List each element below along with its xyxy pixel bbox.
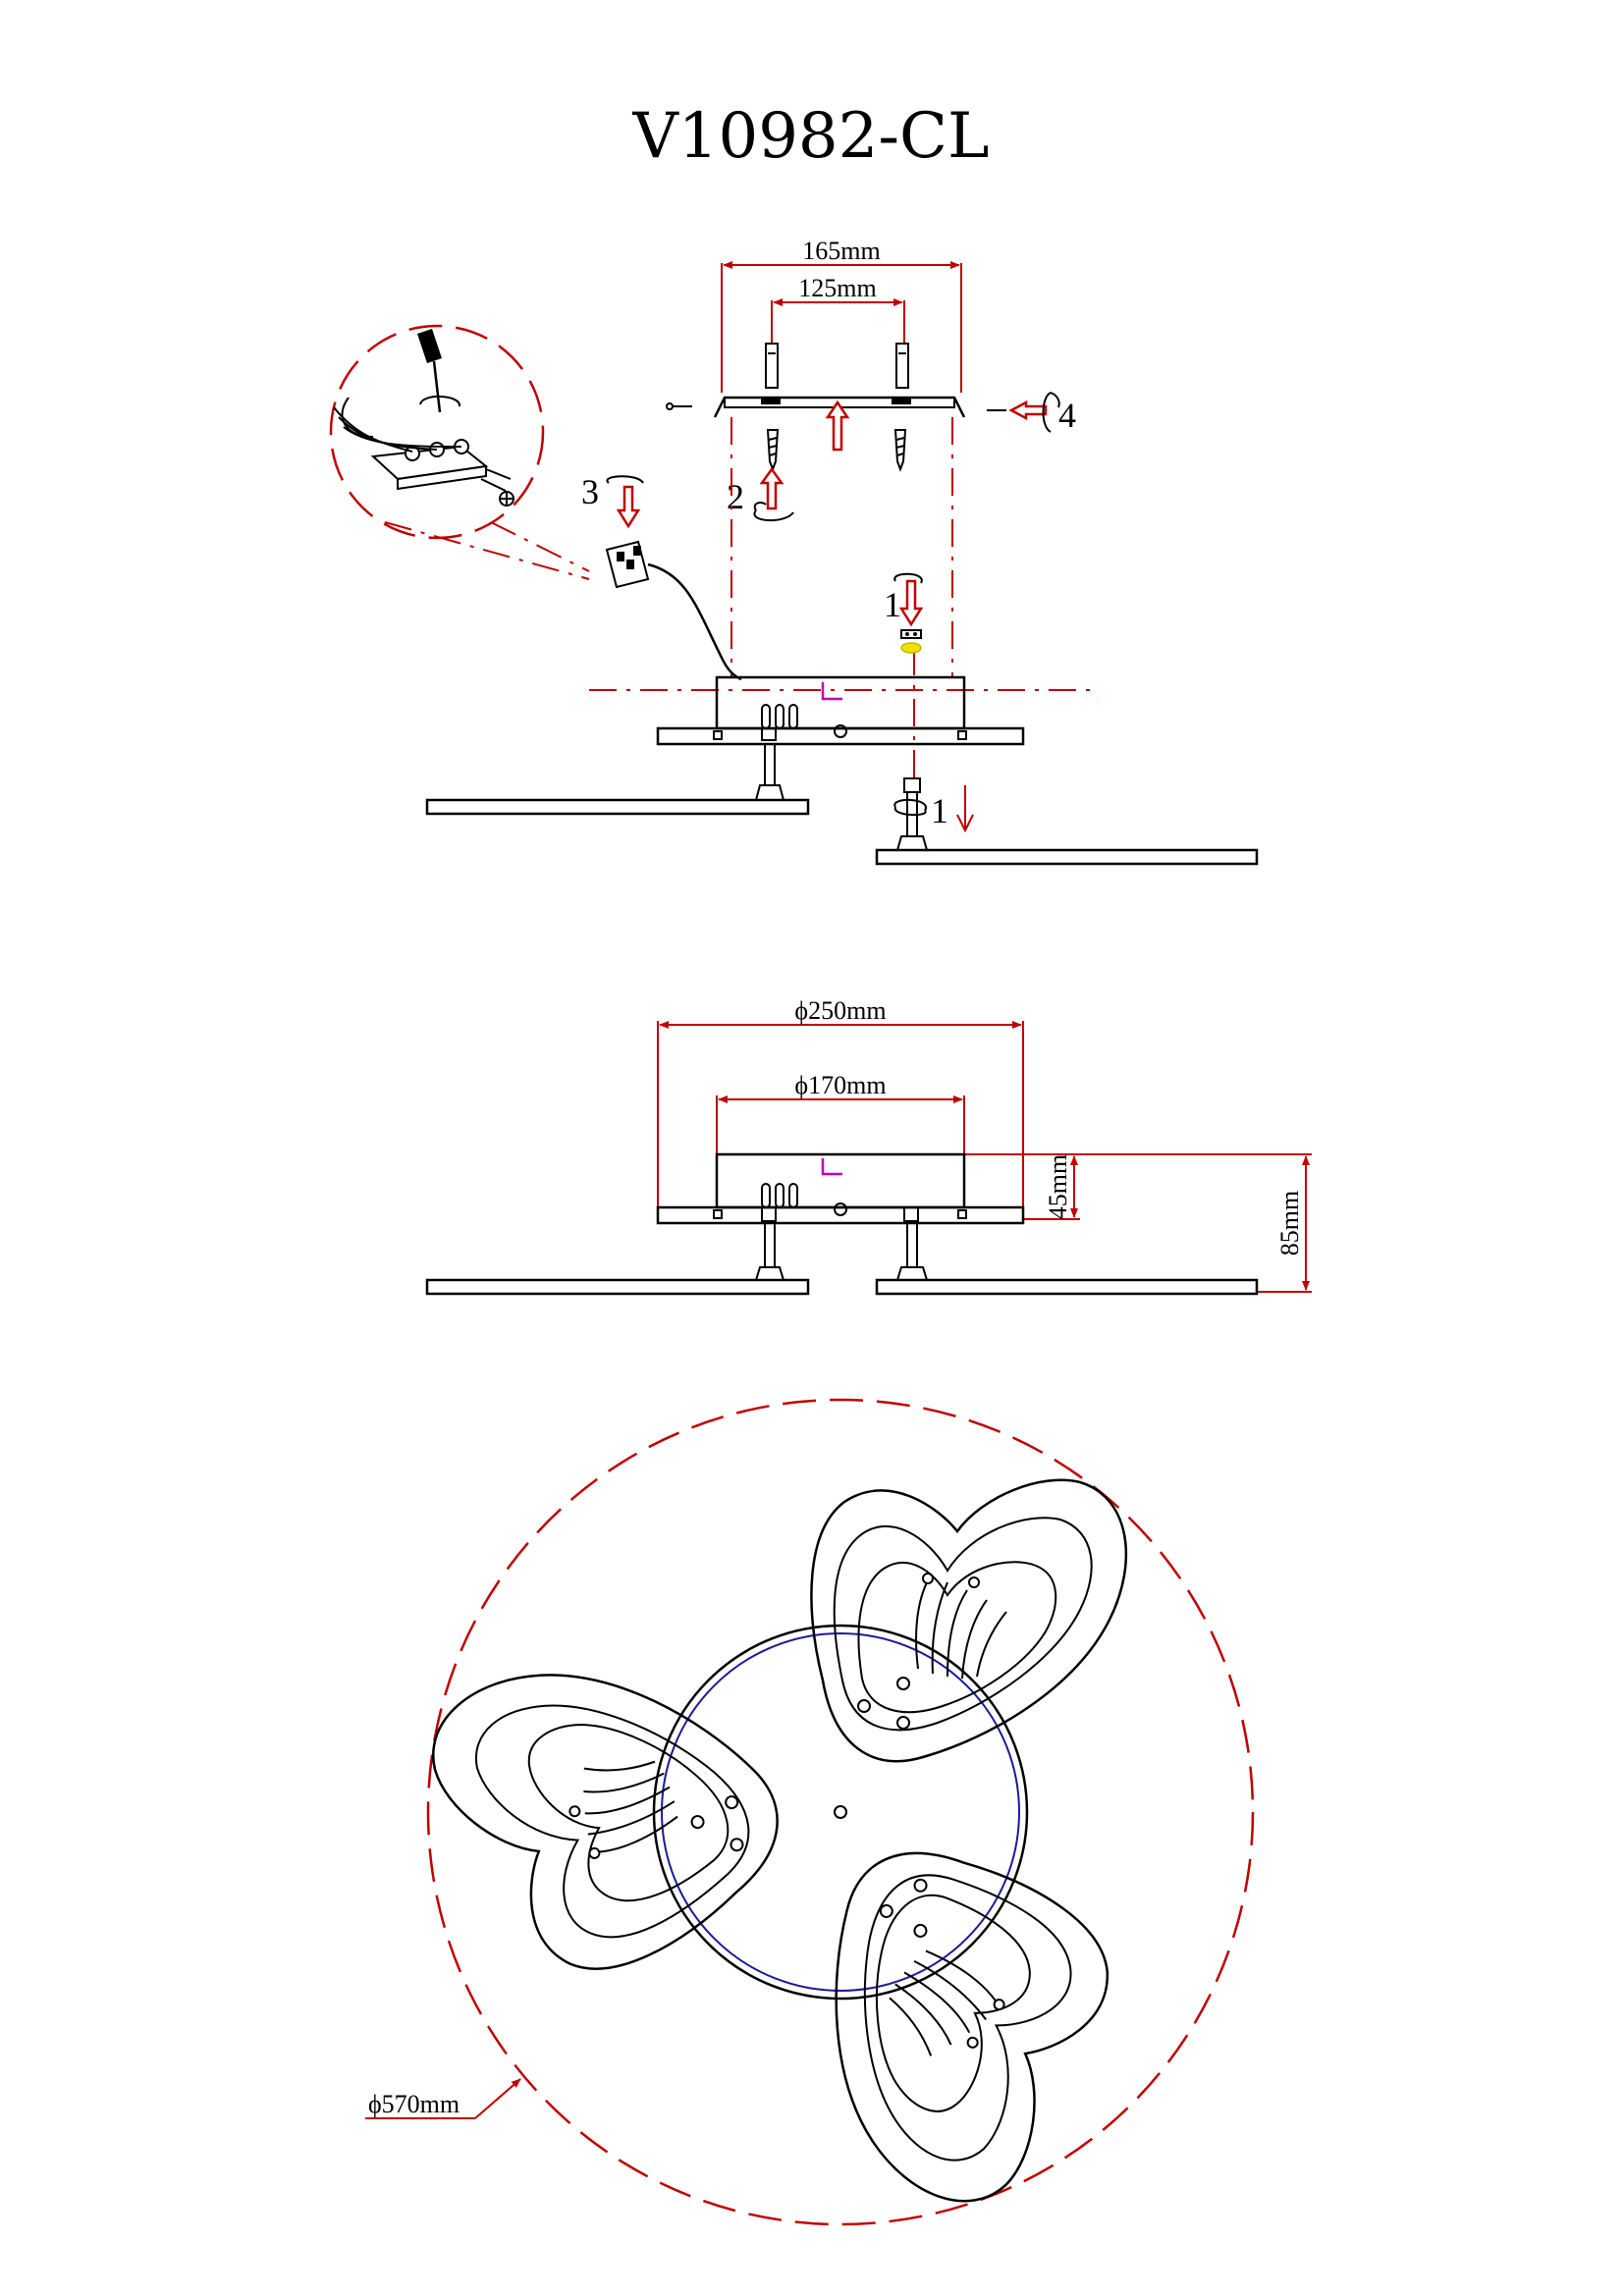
side-stem-right [895, 1206, 929, 1281]
overall-diameter-circle [426, 1398, 1255, 2226]
dim-base-diameter: ϕ170mm [716, 1071, 965, 1154]
insert-arrow-1-bottom-icon [956, 785, 974, 833]
washer-icon [900, 642, 922, 654]
marker-l-icon [821, 682, 842, 701]
screw-right-icon [893, 429, 907, 472]
dim-165-label: 165mm [802, 237, 880, 265]
base-box [715, 675, 966, 730]
side-cable-gland-icon [761, 1183, 798, 1208]
step-1-bottom-label: 1 [931, 791, 948, 830]
dim-mounting-inner: 125mm [771, 274, 905, 344]
dim-total-height: 85mm [1257, 1155, 1312, 1293]
petal-left [432, 1674, 779, 1970]
step-4-label: 4 [1058, 396, 1076, 435]
side-stem-left [754, 1206, 785, 1281]
side-marker-l-icon [821, 1158, 842, 1176]
petal-left-ribs [568, 1760, 744, 1859]
nut-icon [900, 629, 922, 639]
rotation-arrow-1-bottom-icon [893, 798, 927, 817]
dim-base-height: 45mm [964, 1153, 1312, 1220]
top-canopy-ring [661, 1632, 1020, 1992]
petals [432, 1478, 1128, 2203]
model-title: V10982-CL [632, 100, 990, 173]
petal-bottom [835, 1851, 1109, 2203]
dim-170-label: ϕ170mm [794, 1071, 886, 1099]
insert-arrow-3-icon [616, 485, 641, 529]
stem-left [754, 727, 785, 801]
petal-top-ribs [857, 1573, 1007, 1730]
top-view: ϕ570mm [365, 1398, 1255, 2226]
dim-570-label: ϕ570mm [368, 2090, 460, 2118]
top-canopy-outer [652, 1624, 1029, 2001]
wiring-callout [329, 324, 590, 580]
rotation-arrow-screwdriver-icon [419, 395, 460, 407]
wall-plug-left-icon [765, 343, 779, 389]
arm-right [875, 848, 1259, 866]
rotation-arrow-4-icon [1042, 392, 1060, 433]
dim-85-label: 85mm [1275, 1191, 1304, 1255]
insert-arrow-1-top-icon [898, 579, 924, 627]
insert-arrow-2-icon [759, 466, 784, 510]
rotation-arrow-3-icon [606, 475, 644, 484]
dim-mounting-outer: 165mm [721, 237, 962, 393]
dim-45-label: 45mm [1044, 1154, 1072, 1219]
connector-icon [605, 540, 742, 681]
screw-left-icon [766, 429, 780, 472]
side-arm-right [875, 1278, 1259, 1296]
dim-overall-diameter: ϕ570mm [365, 2078, 521, 2119]
insert-arrow-4-icon [1008, 400, 1048, 421]
side-arm-left [425, 1278, 810, 1296]
top-center-screw [834, 1805, 847, 1819]
canopy-plate [656, 726, 1025, 746]
side-screw-left-icon [666, 402, 692, 410]
rotation-arrow-2-icon [753, 502, 794, 522]
side-view: ϕ250mm ϕ170mm 45mm 85mm [425, 996, 1312, 1296]
step-1-top-label: 1 [884, 585, 901, 624]
cable-gland-icon [761, 704, 798, 729]
rotation-arrow-1-top-icon [893, 572, 923, 584]
side-base-box [715, 1152, 966, 1209]
wall-plug-right-icon [895, 343, 909, 389]
mounting-view: 165mm 125mm [329, 237, 1259, 866]
dim-canopy-diameter: ϕ250mm [657, 996, 1024, 1209]
petal-top [810, 1478, 1128, 1763]
dim-125-label: 125mm [798, 274, 876, 302]
step-3-label: 3 [581, 472, 599, 511]
side-canopy-plate [656, 1205, 1025, 1225]
dim-250-label: ϕ250mm [794, 996, 886, 1025]
step-2-label: 2 [727, 477, 744, 516]
earth-symbol-icon [499, 491, 514, 507]
arm-left [425, 798, 810, 816]
petal-bottom-ribs [879, 1878, 1005, 2056]
insert-arrow-up-icon [825, 400, 850, 452]
screwdriver-icon [417, 329, 442, 413]
terminal-block-icon [333, 397, 512, 492]
